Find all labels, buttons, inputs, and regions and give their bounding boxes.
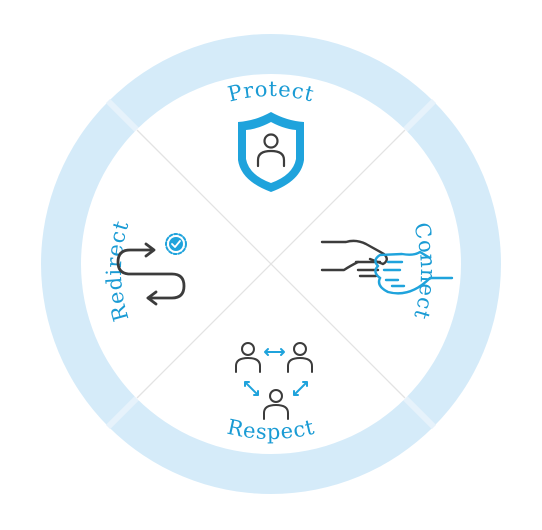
people-network-icon xyxy=(235,342,313,420)
handshake-icon xyxy=(320,239,454,295)
shield-person-icon xyxy=(238,112,304,192)
quadrant-dividers xyxy=(136,129,406,399)
redirect-path-icon xyxy=(116,233,187,306)
ring-dividers xyxy=(105,98,437,430)
